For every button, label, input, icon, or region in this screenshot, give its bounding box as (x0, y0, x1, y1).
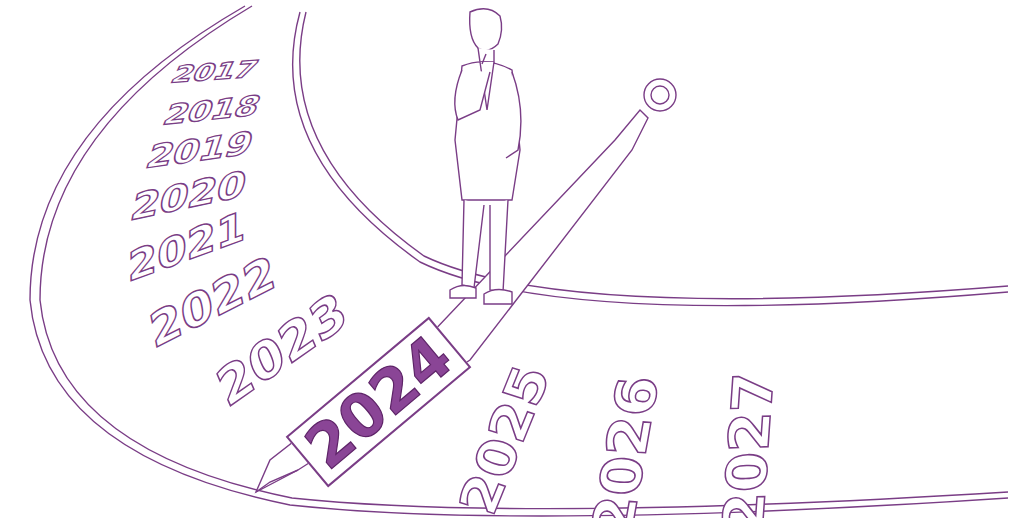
pointer-tip (256, 470, 298, 492)
inner-ring (293, 12, 1008, 306)
year-label: 2026 (584, 375, 667, 518)
year-label: 2027 (715, 371, 782, 518)
pointer-pivot (644, 79, 676, 111)
year-label: 2018 (159, 91, 264, 129)
year-label: 2025 (451, 360, 559, 518)
inner-ring-edge (300, 12, 1008, 299)
pointer-pivot-hole (651, 86, 669, 104)
standing-man (450, 9, 521, 304)
year-label: 2017 (167, 57, 262, 86)
